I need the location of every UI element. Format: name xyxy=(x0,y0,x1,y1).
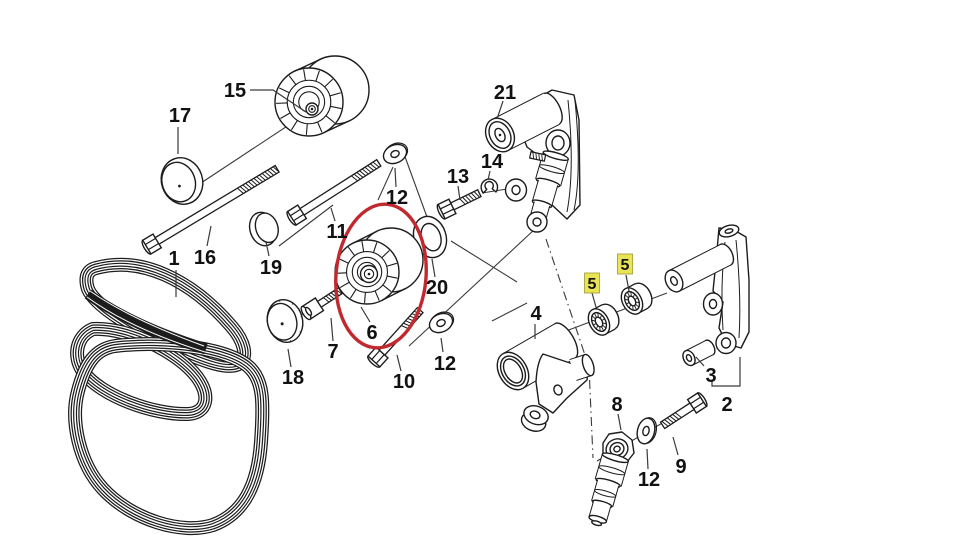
callout-12c[interactable]: 12 xyxy=(638,469,660,491)
callout-5a[interactable]: 5 xyxy=(588,276,597,293)
callout-10[interactable]: 10 xyxy=(393,371,415,393)
part-3-bushing xyxy=(682,339,716,367)
callout-15[interactable]: 15 xyxy=(224,80,246,102)
part-5-needle-bearing-2 xyxy=(620,282,653,315)
part-1-ribbed-belt xyxy=(68,257,270,535)
leader-line-6 xyxy=(360,306,371,323)
part-11-bolt xyxy=(286,158,382,226)
leader-line-10 xyxy=(396,354,402,372)
callout-12b[interactable]: 12 xyxy=(434,353,456,375)
callout-20[interactable]: 20 xyxy=(426,277,448,299)
highlight-ellipse xyxy=(334,202,428,350)
callout-highlight-box-5a xyxy=(584,272,600,294)
leader-line-12a xyxy=(394,167,397,188)
leader-line-14 xyxy=(487,170,491,181)
part-9-bolt xyxy=(659,392,708,430)
part-18-cap xyxy=(266,299,304,343)
part-7-socket-bolt xyxy=(300,286,344,321)
leader-line-7 xyxy=(330,317,334,342)
leader-line-3 xyxy=(695,356,705,367)
leader-line-12b xyxy=(440,337,444,353)
part-2-bracket xyxy=(664,224,750,355)
axis-line-4 xyxy=(491,302,528,322)
callout-19[interactable]: 19 xyxy=(260,257,282,279)
leader-line-19 xyxy=(265,241,270,257)
leader-lines xyxy=(175,89,741,470)
leader-line-18 xyxy=(287,348,292,368)
leader-line-9 xyxy=(672,436,679,456)
callout-21[interactable]: 21 xyxy=(494,82,516,104)
callout-16[interactable]: 16 xyxy=(194,247,216,269)
callout-14[interactable]: 14 xyxy=(481,151,504,173)
leader-line-8 xyxy=(617,413,622,431)
callout-2[interactable]: 2 xyxy=(721,394,732,416)
callout-18[interactable]: 18 xyxy=(282,367,304,389)
leader-line-13 xyxy=(457,185,461,201)
part-12-washer-1 xyxy=(382,142,409,165)
leader-line-12c xyxy=(646,448,649,470)
callout-9[interactable]: 9 xyxy=(675,456,686,478)
part-21-belt-tensioner xyxy=(484,89,581,233)
part-17-cap xyxy=(160,157,204,205)
axis-line-1 xyxy=(377,166,394,201)
leader-line-5a xyxy=(591,292,597,308)
part-6-deflection-pulley xyxy=(334,227,424,305)
callout-8[interactable]: 8 xyxy=(611,394,622,416)
axis-line-9 xyxy=(278,204,334,247)
part-16-bolt xyxy=(141,164,280,255)
callout-highlight-box-5b xyxy=(617,253,633,275)
part-6-highlight-circle xyxy=(334,202,428,350)
callout-3[interactable]: 3 xyxy=(705,365,716,387)
leader-line-5b xyxy=(625,274,630,292)
part-12-washer-3 xyxy=(636,417,658,445)
callout-11[interactable]: 11 xyxy=(326,221,347,243)
callout-12a[interactable]: 12 xyxy=(386,187,408,209)
callout-5b[interactable]: 5 xyxy=(621,257,630,274)
axis-line-3 xyxy=(450,240,518,283)
axis-line-2 xyxy=(403,153,428,218)
part-8-damper xyxy=(588,431,635,527)
callout-6[interactable]: 6 xyxy=(366,322,377,344)
leader-line-15 xyxy=(250,89,307,113)
leader-line-21 xyxy=(496,100,504,120)
callout-7[interactable]: 7 xyxy=(327,341,338,363)
part-12-washer-2 xyxy=(428,311,455,334)
leader-line-16 xyxy=(206,225,212,247)
callout-17[interactable]: 17 xyxy=(169,105,191,127)
leader-line-11 xyxy=(330,207,336,222)
leader-line-20 xyxy=(431,258,436,278)
callout-4[interactable]: 4 xyxy=(530,303,542,325)
part-15-idler-pulley xyxy=(274,55,370,137)
part-14-clip xyxy=(480,178,499,194)
part-21-stud xyxy=(528,151,547,162)
callout-1[interactable]: 1 xyxy=(168,248,179,270)
leader-line-2 xyxy=(711,357,741,387)
callout-13[interactable]: 13 xyxy=(447,166,469,188)
part-19-cap xyxy=(248,211,279,247)
part-4-tensioner-arm xyxy=(496,322,595,432)
part-13-bolt xyxy=(436,188,482,220)
part-5-needle-bearing-1 xyxy=(587,303,620,336)
